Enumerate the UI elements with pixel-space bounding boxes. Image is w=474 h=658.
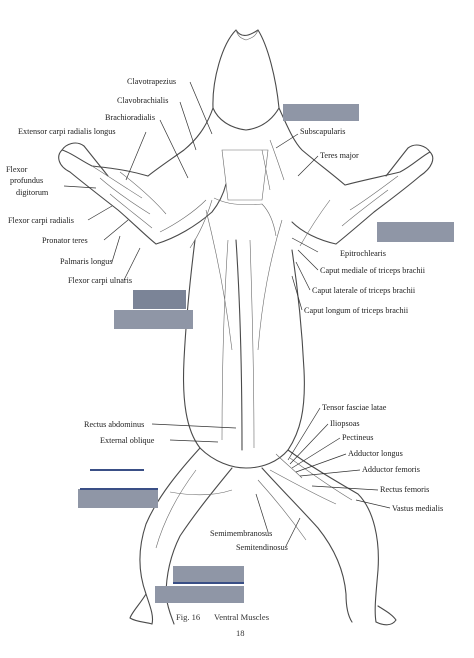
label-profundus: profundus — [10, 176, 43, 185]
label-epitrochlearis: Epitrochlearis — [340, 249, 386, 258]
leader-lines — [63, 81, 391, 547]
label-brachioradialis: Brachioradialis — [105, 113, 155, 122]
label-clavobrachialis: Clavobrachialis — [117, 96, 168, 105]
answer-boxes — [78, 104, 454, 603]
answer-box-upper-arm-right[interactable] — [377, 222, 454, 242]
label-digitorum: digitorum — [16, 188, 49, 197]
labels-right: Subscapularis Teres major Epitrochlearis… — [210, 127, 443, 552]
label-flexor-carpi-ulnaris: Flexor carpi ulnaris — [68, 276, 132, 285]
caption: Fig. 16 Ventral Muscles 18 — [176, 612, 269, 638]
label-extensor-carpi-radialis-longus: Extensor carpi radialis longus — [18, 127, 116, 136]
hindlimbs — [129, 447, 397, 626]
label-external-oblique: External oblique — [100, 436, 155, 445]
answer-box-shank-bottom[interactable] — [155, 586, 244, 603]
labels-left: Clavotrapezius Clavobrachialis Brachiora… — [6, 77, 176, 445]
answer-box-thigh[interactable] — [78, 489, 158, 508]
label-vastus-medialis: Vastus medialis — [392, 504, 443, 513]
label-pronator-teres: Pronator teres — [42, 236, 88, 245]
label-caput-mediale: Caput mediale of triceps brachii — [320, 266, 426, 275]
label-clavotrapezius: Clavotrapezius — [127, 77, 176, 86]
figure-number: Fig. 16 — [176, 612, 200, 622]
answer-box-pectoral-left-bottom[interactable] — [114, 310, 193, 329]
label-semimembranosus: Semimembranosus — [210, 529, 272, 538]
answer-box-pectoral-left-top[interactable] — [133, 290, 186, 309]
label-teres-major: Teres major — [320, 151, 359, 160]
label-tensor-fasciae-latae: Tensor fasciae latae — [322, 403, 387, 412]
right-forelimb — [291, 144, 434, 247]
body-outline — [147, 29, 346, 469]
label-palmaris-longus: Palmaris longus — [60, 257, 113, 266]
page-number: 18 — [236, 628, 245, 638]
label-rectus-femoris: Rectus femoris — [380, 485, 429, 494]
trunk-muscles — [189, 139, 285, 451]
left-forelimb — [58, 142, 227, 245]
label-flexor: Flexor — [6, 165, 28, 174]
label-caput-laterale: Caput laterale of triceps brachii — [312, 286, 416, 295]
label-adductor-femoris: Adductor femoris — [362, 465, 420, 474]
label-pectineus: Pectineus — [342, 433, 373, 442]
label-iliopsoas: Iliopsoas — [330, 419, 360, 428]
answer-box-neck[interactable] — [283, 104, 359, 121]
label-caput-longum: Caput longum of triceps brachii — [304, 306, 409, 315]
label-flexor-carpi-radialis: Flexor carpi radialis — [8, 216, 74, 225]
label-semitendinosus: Semitendinosus — [236, 543, 288, 552]
figure-title: Ventral Muscles — [214, 612, 269, 622]
answer-box-shank-top[interactable] — [173, 566, 244, 583]
label-rectus-abdominus: Rectus abdominus — [84, 420, 144, 429]
label-adductor-longus: Adductor longus — [348, 449, 403, 458]
label-subscapularis: Subscapularis — [300, 127, 345, 136]
